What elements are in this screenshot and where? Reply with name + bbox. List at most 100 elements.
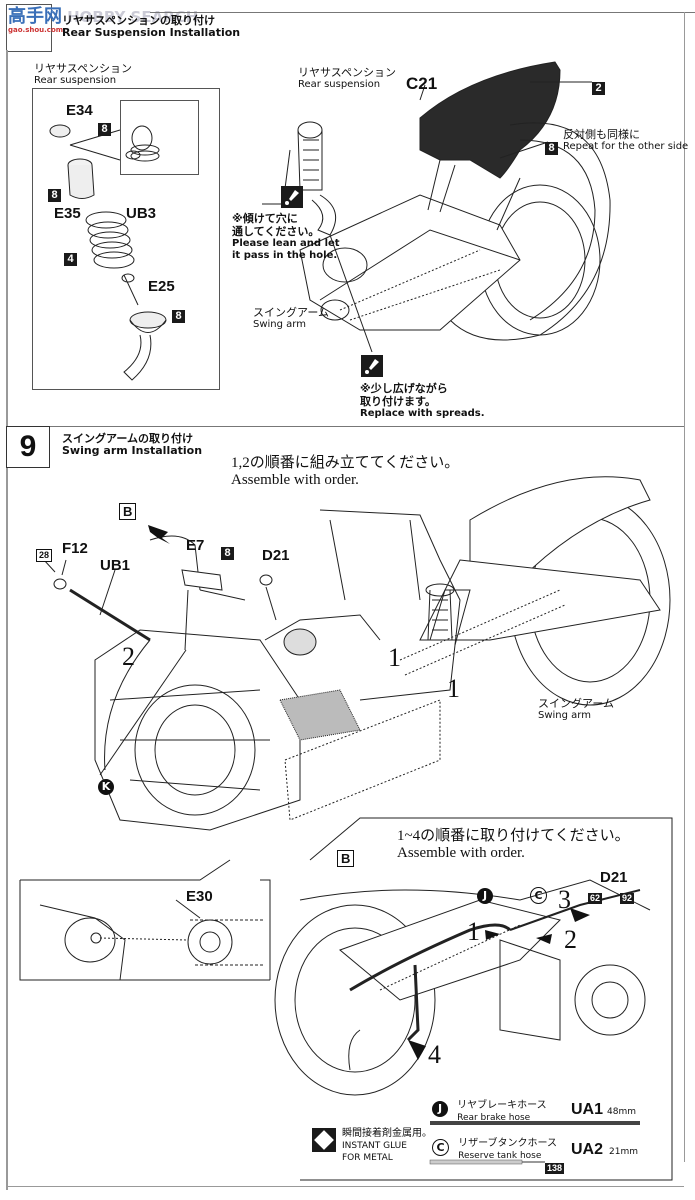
arrow-marks [148, 525, 590, 1060]
part-d21: D21 [262, 547, 290, 564]
order-mark-2: 2 [122, 642, 135, 671]
swing-arm-label-step8-en: Swing arm [253, 319, 306, 330]
color-code-repeat-value: 8 [545, 142, 558, 155]
rear-suspension-label-en: Rear suspension [34, 75, 117, 86]
note-spread-jp-2: 取り付けます。 [360, 395, 436, 408]
step8-title-jp: リヤサスペンションの取り付け [62, 14, 216, 27]
step9-title: スイングアームの取り付け Swing arm Installation [62, 432, 202, 457]
exclamation-icon [365, 359, 379, 374]
detail-b-drawing [274, 817, 673, 1181]
part-e25: E25 [148, 278, 175, 295]
hose-j-length: 48mm [607, 1107, 636, 1117]
detail-b-order-jp: 1~4の順番に取り付けてください。 [397, 828, 630, 844]
rear-suspension-main-en: Rear suspension [298, 79, 381, 90]
glue-note-en-2: FOR METAL [342, 1153, 393, 1163]
swing-arm-label-step9-en: Swing arm [538, 710, 591, 721]
marker-c-label: C [530, 887, 547, 904]
color-code-e35: 8 [48, 183, 61, 202]
detail-b-label: B [337, 850, 355, 867]
glue-note-en-1: INSTANT GLUE [342, 1141, 407, 1151]
exclamation-icon [285, 190, 299, 205]
marker-j: J [477, 884, 493, 904]
swing-arm-label-step8-jp: スイングアーム [253, 306, 330, 319]
glue-note: 瞬間接着剤金属用。 INSTANT GLUE FOR METAL [342, 1127, 432, 1164]
diamond-icon [314, 1130, 334, 1150]
rear-suspension-label-jp: リヤサスペンション [34, 62, 133, 75]
hose-j-name-en: Rear brake hose [457, 1113, 531, 1123]
rear-assembly-drawing [262, 61, 611, 353]
caution-icon [281, 186, 303, 208]
hose-c-length: 21mm [609, 1147, 638, 1157]
caution-icon-2 [361, 355, 383, 377]
pointer-k-label: K [98, 779, 114, 795]
note-lean: ※傾けて穴に 通してください。 Please lean and let it p… [232, 212, 340, 262]
color-code-62: 62 [588, 886, 603, 905]
detail-b-order-note: 1~4の順番に取り付けてください。 Assemble with order. [397, 828, 630, 862]
note-lean-en-2: it pass in the hole. [232, 250, 338, 261]
step8-title: リヤサスペンションの取り付け Rear Suspension Installat… [62, 14, 240, 39]
detail-b-ref[interactable]: B [119, 503, 137, 520]
step9-order-jp: 1,2の順番に組み立ててください。 [231, 455, 460, 471]
step9-title-en: Swing arm Installation [62, 444, 203, 457]
color-code-138-value: 138 [545, 1163, 565, 1174]
detail-b-d21: D21 [600, 869, 628, 886]
color-code-e7-value: 8 [221, 547, 234, 560]
detail-step-4: 4 [428, 1040, 441, 1069]
color-code-e34-value: 8 [98, 123, 111, 136]
hose-legend-bars [429, 1121, 640, 1165]
hose-c-part: UA2 [571, 1141, 604, 1158]
repeat-note-en: Repeat for the other side [563, 141, 689, 152]
top-rule [150, 12, 695, 13]
color-code-138: 138 [545, 1156, 565, 1175]
rear-suspension-label: リヤサスペンション Rear suspension [34, 62, 132, 87]
glue-note-jp: 瞬間接着剤金属用。 [342, 1128, 432, 1139]
hose-c-name-jp: リザーブタンクホース [458, 1138, 557, 1149]
shock-parts-drawing [49, 124, 167, 381]
rear-suspension-frame [32, 88, 220, 390]
step8-title-en: Rear Suspension Installation [62, 26, 241, 39]
hose-j-marker: J [432, 1101, 448, 1117]
swing-arm-label-step9-jp: スイングアーム [538, 697, 615, 710]
step9-order-en: Assemble with order. [231, 472, 359, 488]
note-lean-en-1: Please lean and let [232, 238, 340, 249]
swingarm-installation-drawing [43, 476, 671, 831]
order-mark-1b: 1 [447, 674, 460, 703]
glue-icon [312, 1128, 336, 1152]
hose-c-legend: C リザーブタンクホース Reserve tank hose [432, 1137, 557, 1162]
right-rule [684, 12, 685, 1162]
step9-title-jp: スイングアームの取り付け [62, 432, 194, 445]
repeat-note-jp: 反対側も同様に [563, 128, 640, 141]
hose-j-legend: J リヤブレーキホース Rear brake hose [432, 1099, 547, 1124]
part-e35: E35 [54, 205, 81, 222]
detail-step-1: 1 [467, 917, 480, 946]
color-code-92: 92 [620, 886, 635, 905]
left-rule [6, 50, 8, 1190]
pointer-k: K [98, 775, 114, 795]
watermark-logo: 高手网 [8, 6, 62, 27]
order-mark-1a: 1 [388, 643, 401, 672]
rear-suspension-inset [120, 100, 199, 175]
step9-order-note: 1,2の順番に組み立ててください。 Assemble with order. [231, 455, 459, 489]
part-c21: C21 [406, 74, 438, 93]
detail-step-3: 3 [558, 885, 571, 914]
detail-b-order-en: Assemble with order. [397, 845, 525, 861]
hose-j-name-jp: リヤブレーキホース [457, 1100, 547, 1111]
step9-number: 9 [6, 426, 50, 468]
note-spread-en: Replace with spreads. [360, 408, 485, 419]
color-code-repeat: 8 [545, 136, 558, 155]
hose-c-name-en: Reserve tank hose [458, 1151, 542, 1161]
color-code-e25: 8 [172, 304, 185, 323]
note-spread: ※少し広げながら 取り付けます。 Replace with spreads. [360, 382, 485, 420]
part-e7: E7 [186, 537, 205, 554]
part-ub3: UB3 [126, 205, 157, 222]
color-code-f12: 28 [36, 543, 53, 562]
note-lean-jp-1: ※傾けて穴に [232, 212, 298, 225]
color-code-ub3: 4 [64, 247, 77, 266]
marker-c: C [530, 884, 547, 904]
part-ub1: UB1 [100, 557, 131, 574]
step8-number-box [6, 4, 52, 52]
note-lean-jp-2: 通してください。 [232, 225, 320, 238]
color-code-e25-value: 8 [172, 310, 185, 323]
part-e34: E34 [66, 102, 93, 119]
